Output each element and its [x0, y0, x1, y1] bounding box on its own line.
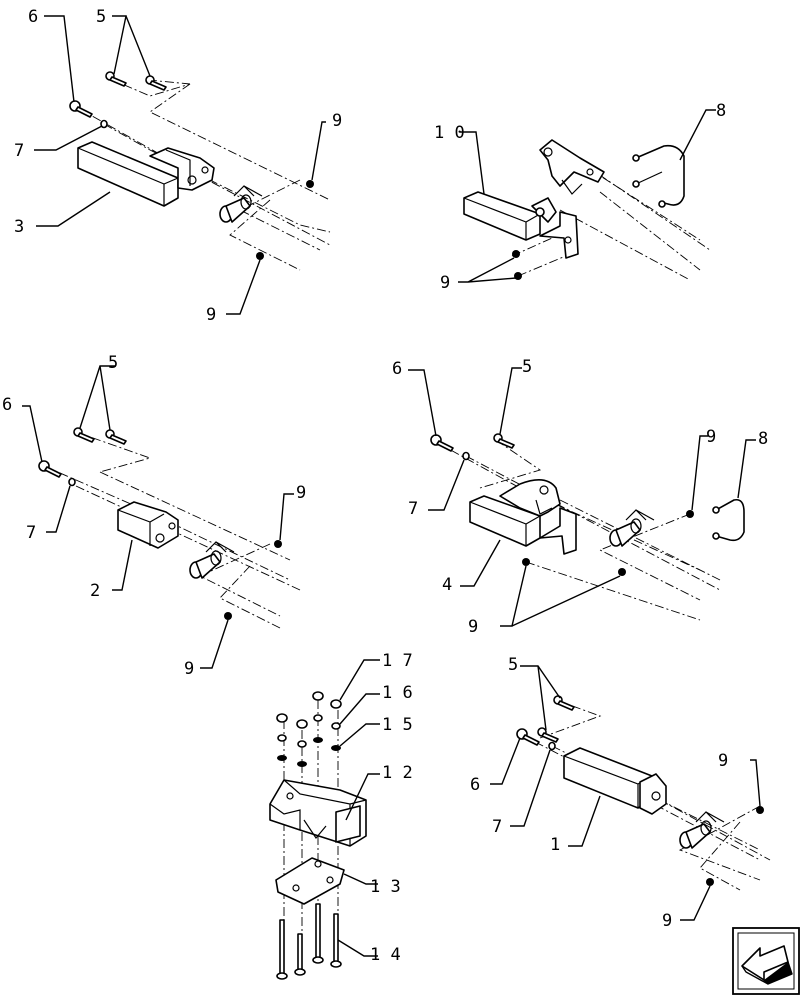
- nut: [512, 250, 520, 258]
- nut: [256, 252, 264, 260]
- u-bolt: [712, 498, 745, 542]
- washer: [462, 451, 470, 461]
- callout: 1 4: [370, 945, 401, 965]
- bolt: [430, 434, 454, 452]
- bolt: [516, 728, 540, 746]
- callout: 8: [716, 101, 726, 121]
- callout: 7: [14, 141, 24, 161]
- callout: 1 0: [434, 123, 465, 143]
- callout: 1 3: [370, 877, 401, 897]
- nut-stack: [276, 691, 342, 767]
- bolt: [537, 727, 559, 743]
- mount-part-12: [269, 779, 367, 847]
- callout: 5: [508, 655, 518, 675]
- callout: 5: [522, 357, 532, 377]
- callout: 9: [440, 273, 450, 293]
- tube-part-10: [463, 191, 579, 259]
- callout: 9: [706, 427, 716, 447]
- bolt: [145, 75, 167, 91]
- bolt: [105, 429, 127, 445]
- assembly-part-12: 1 7 1 6 1 5 1 2 1 3 1 4: [269, 651, 413, 980]
- callout: 6: [2, 395, 12, 415]
- bolt: [493, 433, 515, 449]
- callout: 1 5: [382, 715, 413, 735]
- nut: [306, 180, 314, 188]
- nut: [618, 568, 626, 576]
- bolt: [553, 695, 575, 711]
- bolt: [38, 460, 62, 478]
- bolt-stack: [276, 903, 342, 980]
- nut: [522, 558, 530, 566]
- tube-part-3: [77, 141, 215, 207]
- assembly-part-2: 5 6 7 9 2 9: [2, 353, 306, 679]
- callout: 9: [206, 305, 216, 325]
- bolt: [105, 71, 127, 87]
- callout: 9: [468, 617, 478, 637]
- callout: 7: [26, 523, 36, 543]
- callout: 4: [442, 575, 452, 595]
- tube-part-1: [563, 747, 667, 815]
- callout: 7: [408, 499, 418, 519]
- nut: [514, 272, 522, 280]
- nut: [224, 612, 232, 620]
- callout: 1 6: [382, 683, 413, 703]
- callout: 3: [14, 217, 24, 237]
- callout: 2: [90, 581, 100, 601]
- assembly-part-3: 6 5 7 9 3 9: [14, 7, 342, 325]
- washer: [548, 741, 556, 751]
- previous-page-button[interactable]: [732, 927, 800, 995]
- nut: [756, 806, 764, 814]
- callout: 7: [492, 817, 502, 837]
- clamp: [679, 811, 725, 849]
- clamp: [609, 509, 655, 547]
- bolt: [73, 427, 95, 443]
- callout: 9: [662, 911, 672, 931]
- callout: 6: [392, 359, 402, 379]
- bolt: [69, 100, 93, 118]
- callout: 1 7: [382, 651, 413, 671]
- callout: 5: [108, 353, 118, 373]
- callout: 6: [28, 7, 38, 27]
- washer: [68, 477, 76, 487]
- clamp: [189, 541, 235, 579]
- callout: 6: [470, 775, 480, 795]
- assembly-part-4: 6 5 9 8 7 4 9: [392, 357, 768, 637]
- tube-part-2: [117, 501, 179, 549]
- callout: 5: [96, 7, 106, 27]
- callout: 9: [296, 483, 306, 503]
- mount-bracket: [539, 139, 605, 195]
- nut: [706, 878, 714, 886]
- clamp: [219, 185, 263, 223]
- tube-part-4: [469, 479, 577, 555]
- callout: 8: [758, 429, 768, 449]
- callout: 1 2: [382, 763, 413, 783]
- callout: 9: [332, 111, 342, 131]
- washer: [100, 119, 108, 129]
- callout: 9: [184, 659, 194, 679]
- nut: [686, 510, 694, 518]
- assembly-part-1: 5 9 6 7 1 9: [470, 655, 771, 931]
- u-bolt: [632, 144, 685, 208]
- callout: 9: [718, 751, 728, 771]
- arrow-left-icon: [741, 945, 793, 985]
- nut: [274, 540, 282, 548]
- assembly-part-10: 1 0 8 9: [434, 101, 726, 293]
- callout: 1: [550, 835, 560, 855]
- plate-part-13: [275, 857, 345, 905]
